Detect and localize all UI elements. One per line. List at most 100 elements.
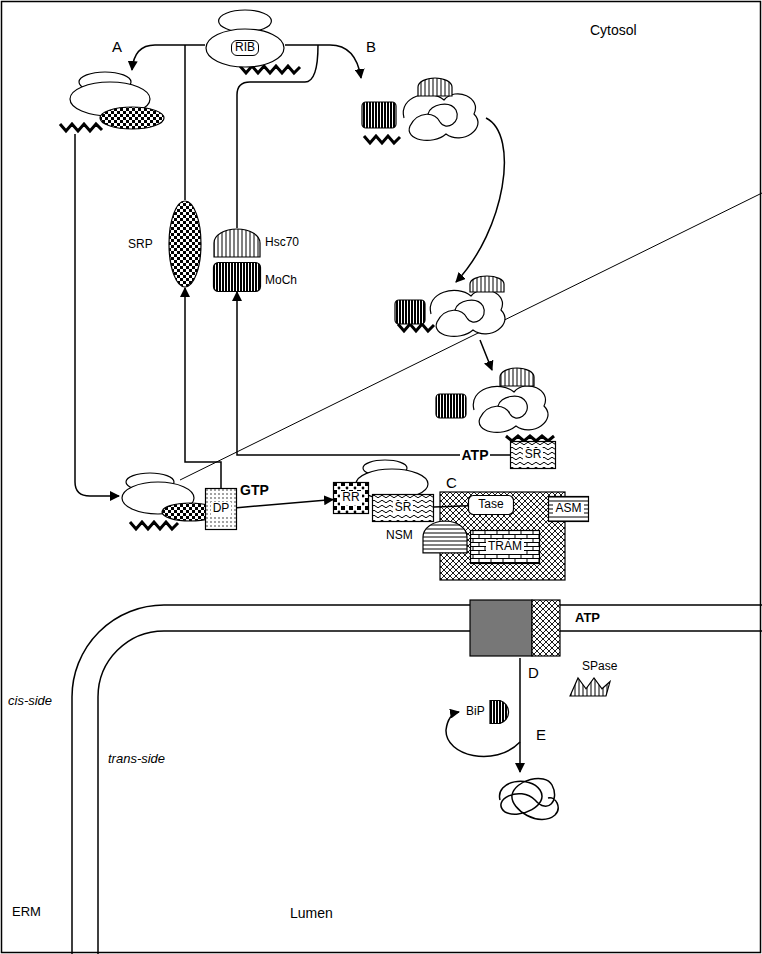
- pathway-arrow: [519, 658, 521, 772]
- ribosome-shape: [205, 8, 285, 68]
- bip-chaperone: BiP: [466, 700, 512, 724]
- node-label: SPase: [582, 660, 617, 674]
- node-label: BiP: [466, 705, 485, 719]
- chaperone-complex: [430, 290, 505, 337]
- sr-receptor-outline: [373, 495, 434, 522]
- er-membrane: [98, 631, 762, 954]
- mrna-strand: [60, 66, 554, 529]
- translocon-complex: [470, 600, 532, 656]
- translocon-complex: [532, 600, 560, 656]
- connector-arrow: [237, 500, 333, 508]
- mrna-strand: [60, 124, 102, 131]
- pathway-arrow: [446, 712, 520, 757]
- nucleotide-label: ATP: [460, 447, 491, 463]
- srp-particle-outline: [169, 201, 201, 287]
- connector-arrow: [185, 288, 221, 488]
- node-label: ASM: [553, 502, 583, 516]
- moch-chaperone: MoCh: [213, 262, 261, 292]
- sr-receptor-outline: [511, 442, 556, 469]
- pathway-letter: D: [528, 664, 539, 681]
- docking-protein: DP: [205, 488, 237, 530]
- rr-receptor-outline: [334, 483, 369, 514]
- translocon-complex: [440, 492, 565, 656]
- node-label: DP: [211, 502, 232, 516]
- compartment-label: Cytosol: [590, 22, 637, 38]
- pathway-letter: E: [536, 726, 546, 743]
- tram-protein: TRAM: [470, 530, 540, 564]
- moch-chaperone-outline: [214, 263, 261, 292]
- ribosome-complex: [100, 107, 164, 129]
- tram-protein-outline: [471, 531, 540, 564]
- chaperone-complex: [362, 102, 396, 128]
- perspective-line: [180, 193, 762, 480]
- chaperone-complex: [470, 276, 504, 292]
- hsc70-chaperone-outline: [214, 229, 260, 257]
- er-membrane: [72, 605, 762, 954]
- mrna-strand: [130, 522, 178, 529]
- folded-protein: [500, 778, 559, 819]
- srp-particle: SRP: [168, 200, 202, 288]
- translocase-box: Tase: [468, 495, 514, 515]
- srp-particle-shape: [168, 200, 202, 288]
- ribosome: RIB: [205, 8, 285, 68]
- folded-protein: [500, 778, 559, 819]
- node-label: MoCh: [265, 274, 297, 288]
- chaperone-complex: [395, 300, 425, 324]
- er-membrane: [72, 605, 762, 954]
- nsm-factor: NSM: [422, 520, 468, 554]
- chaperone-complex: [418, 78, 452, 96]
- ribosome-complex: [70, 72, 428, 521]
- side-label: cis-side: [8, 694, 52, 709]
- nucleotide-label: GTP: [240, 482, 269, 498]
- chaperone-complex: [473, 386, 548, 433]
- node-label: Tase: [476, 498, 505, 512]
- chaperone-complex: [362, 78, 548, 432]
- mrna-strand: [364, 136, 400, 143]
- pathway-arrow: [132, 45, 205, 70]
- pathway-letter: C: [446, 474, 457, 491]
- nucleotide-label: ATP: [575, 611, 600, 626]
- membrane-label: ERM: [12, 905, 41, 920]
- pathway-letter: A: [112, 38, 122, 55]
- docking-protein-outline: [206, 489, 237, 530]
- ribosome-outline: [206, 29, 284, 67]
- pathway-arrow: [237, 45, 318, 228]
- nsm-factor-shape: [422, 520, 468, 554]
- pathway-arrow: [184, 45, 186, 200]
- mrna-strand: [398, 324, 434, 331]
- chaperone-complex: [500, 368, 534, 386]
- chaperone-complex: [436, 394, 466, 418]
- connector-arrow: [434, 506, 468, 507]
- rr-receptor: RR: [333, 482, 369, 514]
- node-label: RIB: [231, 40, 259, 56]
- node-label: RR: [340, 491, 361, 505]
- asm-factor-outline: [549, 497, 589, 522]
- node-label: Hsc70: [265, 236, 299, 250]
- node-label: NSM: [386, 529, 413, 543]
- node-label: TRAM: [486, 540, 524, 554]
- pathway-arrow: [285, 45, 361, 78]
- node-label: SR: [393, 501, 414, 515]
- nsm-factor-outline: [423, 521, 467, 553]
- sr-receptor: SR: [510, 441, 556, 469]
- pathway-arrow: [480, 340, 492, 370]
- pathway-letter: B: [366, 38, 376, 55]
- signal-peptidase-shape: [570, 678, 610, 696]
- sr-receptor: SR: [372, 494, 434, 522]
- compartment-label: Lumen: [290, 905, 333, 921]
- hsc70-chaperone: Hsc70: [213, 228, 261, 258]
- signal-peptidase: SPase: [570, 678, 610, 696]
- asm-factor: ASM: [548, 496, 589, 522]
- pathway-arrow: [456, 118, 504, 282]
- signal-peptidase-outline: [570, 678, 610, 696]
- chaperone-complex: [403, 94, 478, 141]
- translocase-box-outline: [469, 496, 514, 515]
- moch-chaperone-shape: [213, 262, 261, 292]
- hsc70-chaperone-shape: [213, 228, 261, 258]
- node-label: SR: [523, 448, 544, 462]
- mrna-strand: [506, 436, 554, 441]
